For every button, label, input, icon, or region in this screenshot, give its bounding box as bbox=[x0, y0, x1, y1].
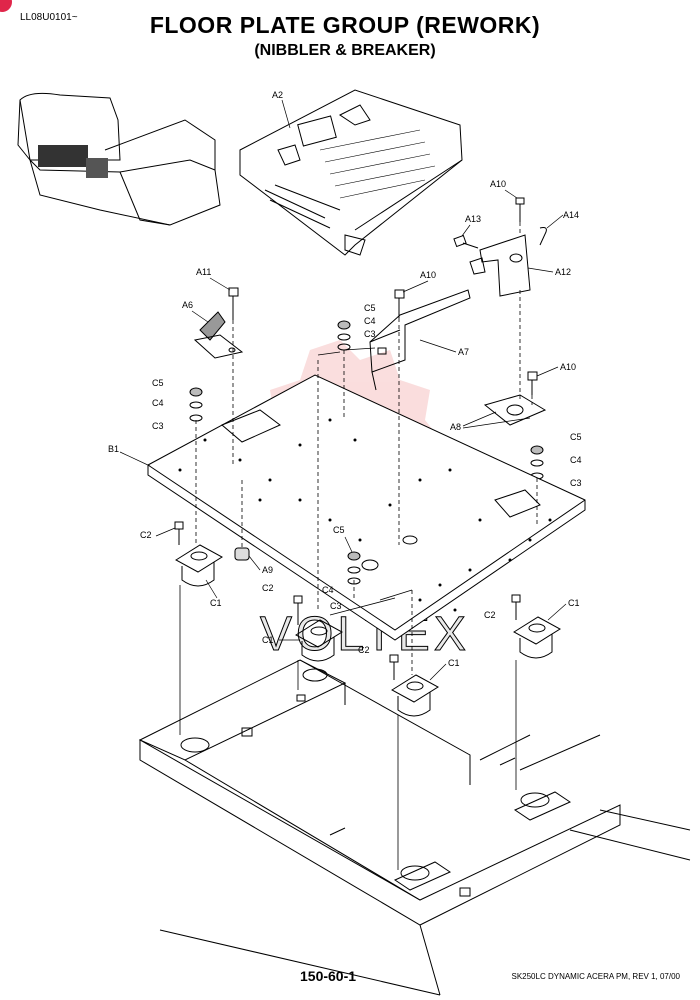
label-c3-lower: C3 bbox=[330, 601, 342, 611]
label-c1-left: C1 bbox=[210, 598, 222, 608]
label-leaders bbox=[119, 99, 567, 681]
label-c5-left: C5 bbox=[152, 378, 164, 388]
bolt-c2-left bbox=[174, 521, 184, 545]
label-c1-right: C1 bbox=[568, 598, 580, 608]
corner-badge bbox=[0, 0, 12, 12]
leader-stack-upper bbox=[317, 347, 376, 356]
label-a6: A6 bbox=[182, 300, 193, 310]
bracket-a12 bbox=[469, 234, 531, 297]
bolt-c2-right bbox=[511, 594, 521, 620]
label-a10-mid: A10 bbox=[420, 270, 436, 280]
mount-c1-mid bbox=[295, 619, 343, 662]
label-a11: A11 bbox=[196, 267, 211, 277]
label-a10-top: A10 bbox=[490, 179, 506, 189]
label-c1-mid: C1 bbox=[262, 635, 274, 645]
label-a13: A13 bbox=[465, 214, 481, 224]
label-c3-right: C3 bbox=[570, 478, 582, 488]
clip-a14 bbox=[539, 227, 547, 246]
leader-stack-lower bbox=[329, 589, 413, 616]
label-c4-left: C4 bbox=[152, 398, 164, 408]
nut-washer-stack-lower bbox=[347, 551, 361, 585]
manual-reference: SK250LC DYNAMIC ACERA PM, REV 1, 07/00 bbox=[511, 972, 680, 981]
label-b1: B1 bbox=[108, 444, 119, 454]
label-c4-right: C4 bbox=[570, 455, 582, 465]
spacer-a9 bbox=[234, 547, 250, 561]
label-c5-upper: C5 bbox=[364, 303, 376, 313]
page-title: FLOOR PLATE GROUP (REWORK) bbox=[149, 12, 541, 38]
label-c1-center: C1 bbox=[448, 658, 460, 668]
watermark-text: VOLTEX bbox=[260, 608, 470, 661]
bolt-a13 bbox=[453, 234, 479, 249]
bolt-a10-top bbox=[515, 197, 525, 222]
label-a7: A7 bbox=[458, 347, 469, 357]
bolt-c2-center bbox=[389, 654, 399, 680]
floor-plate-b1 bbox=[147, 374, 586, 641]
bracket-a7 bbox=[369, 289, 471, 391]
upper-frame bbox=[138, 659, 691, 996]
label-a8: A8 bbox=[450, 422, 461, 432]
floor-mat-a2 bbox=[239, 89, 463, 256]
plate-a8 bbox=[483, 394, 547, 426]
part-labels: A2 A10 A14 A13 A12 A11 A10 A6 C5 C4 C3 A… bbox=[108, 90, 582, 668]
bolt-c2-mid bbox=[293, 595, 303, 625]
label-a14: A14 bbox=[563, 210, 579, 220]
label-c5-right: C5 bbox=[570, 432, 582, 442]
mount-c1-center bbox=[391, 674, 439, 717]
mount-c1-left bbox=[175, 544, 223, 587]
mount-c1-right bbox=[513, 616, 561, 659]
nut-washer-stack-left bbox=[189, 387, 203, 422]
mount-drop-lines bbox=[179, 585, 517, 870]
bolt-a10-right bbox=[527, 371, 538, 395]
label-c2-left: C2 bbox=[140, 530, 152, 540]
bolt-a11 bbox=[228, 287, 239, 320]
label-a12: A12 bbox=[555, 267, 571, 277]
nut-washer-stack-upper bbox=[337, 320, 351, 351]
label-a9: A9 bbox=[262, 565, 273, 575]
label-c2-center: C2 bbox=[358, 645, 370, 655]
label-c5-lower: C5 bbox=[333, 525, 345, 535]
label-c4-lower: C4 bbox=[322, 585, 334, 595]
label-a2: A2 bbox=[272, 90, 283, 100]
page-number: 150-60-1 bbox=[300, 968, 357, 984]
label-c2-right: C2 bbox=[484, 610, 496, 620]
serial-range: LL08U0101~ bbox=[20, 12, 78, 23]
label-c4-upper: C4 bbox=[364, 316, 376, 326]
page-subtitle: (NIBBLER & BREAKER) bbox=[254, 42, 436, 59]
bolt-a10-mid bbox=[394, 289, 405, 318]
label-a10-right: A10 bbox=[560, 362, 576, 372]
pedal-a6 bbox=[193, 311, 244, 359]
label-c3-left: C3 bbox=[152, 421, 164, 431]
operator-seat bbox=[17, 92, 221, 226]
assembly-lines bbox=[195, 222, 538, 675]
label-c2-mid: C2 bbox=[262, 583, 274, 593]
nut-washer-stack-right bbox=[530, 445, 544, 480]
label-c3-upper: C3 bbox=[364, 329, 376, 339]
